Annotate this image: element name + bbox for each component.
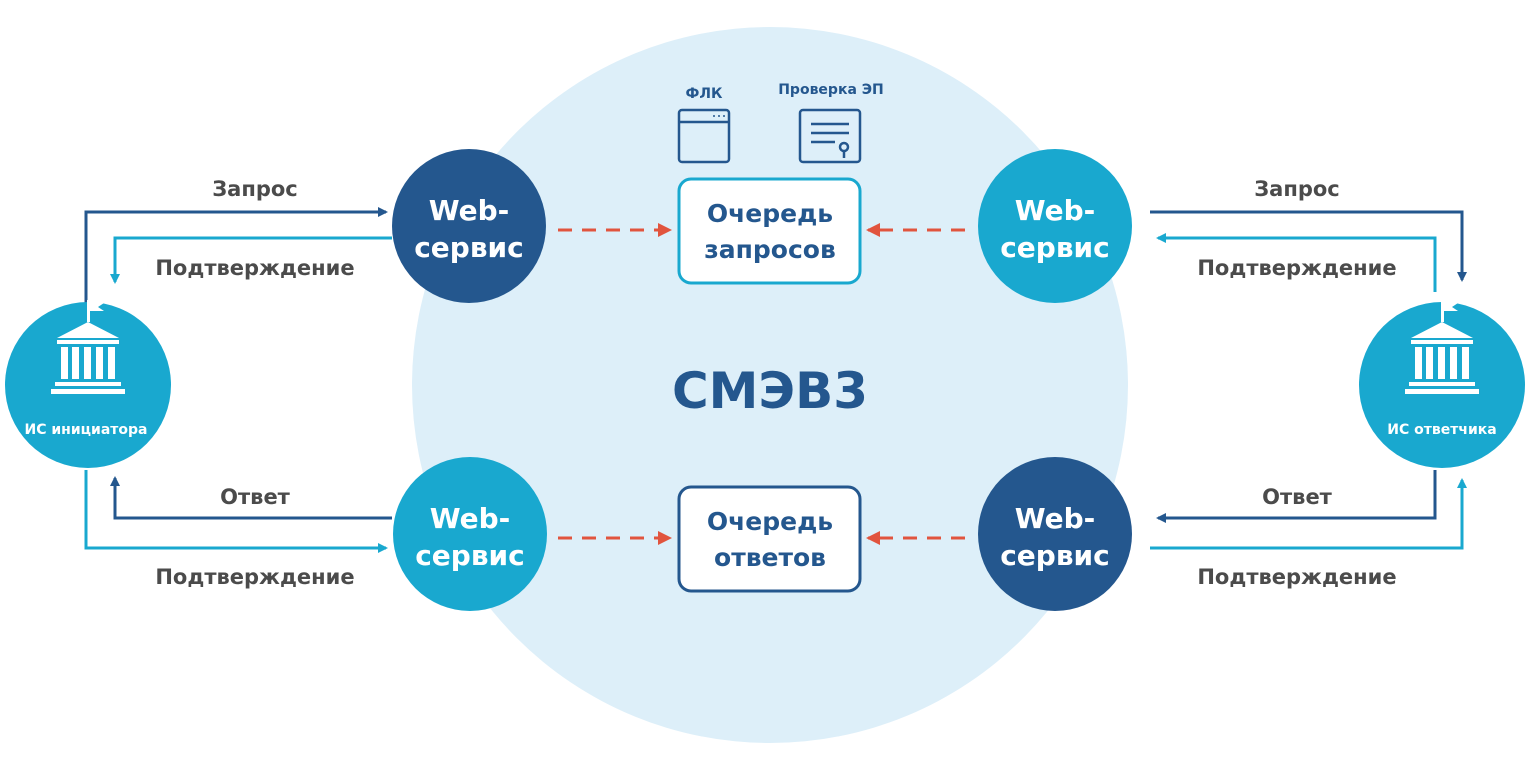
right-response-ack-arrow xyxy=(1150,478,1467,550)
web-service-label-line2: сервис xyxy=(1000,231,1110,264)
right-request-label: Запрос xyxy=(1254,177,1340,201)
responder-label: ИС ответчика xyxy=(1387,422,1496,438)
response-queue-line2: ответов xyxy=(714,543,826,572)
web-service-label-line1: Web- xyxy=(430,502,511,535)
right-response-arrow xyxy=(1156,470,1437,523)
browser-window-icon xyxy=(677,108,731,164)
response-queue-line1: Очередь xyxy=(707,507,833,536)
web-service-label-line1: Web- xyxy=(1015,194,1096,227)
responder-node: ИС ответчика xyxy=(1359,300,1525,468)
web-service-label-line2: сервис xyxy=(1000,539,1110,572)
request-queue-box: Очередь запросов xyxy=(677,177,862,285)
left-response-arrow xyxy=(110,476,392,520)
left-response-label: Ответ xyxy=(220,485,291,509)
initiator-node: ИС инициатора xyxy=(5,300,171,468)
left-response-ack-arrow xyxy=(84,470,388,553)
left-request-ack-arrow xyxy=(110,236,392,284)
web-service-label-line1: Web- xyxy=(1015,502,1096,535)
web-service-label-line2: сервис xyxy=(415,539,525,572)
left-response-ack-label: Подтверждение xyxy=(155,565,354,589)
flk-label: ФЛК xyxy=(686,86,724,102)
right-request-ack-label: Подтверждение xyxy=(1197,256,1396,280)
right-request-arrow xyxy=(1150,210,1467,282)
bank-building-icon xyxy=(1405,300,1479,394)
web-service-top-right: Web- сервис xyxy=(978,149,1132,303)
left-request-label: Запрос xyxy=(212,177,298,201)
center-title: СМЭВ3 xyxy=(672,362,868,420)
initiator-label: ИС инициатора xyxy=(25,422,148,438)
web-service-top-left: Web- сервис xyxy=(392,149,546,303)
left-request-ack-label: Подтверждение xyxy=(155,256,354,280)
request-queue-line1: Очередь xyxy=(707,199,833,228)
smev3-circle xyxy=(412,27,1128,743)
web-service-bottom-left: Web- сервис xyxy=(393,457,547,611)
right-response-label: Ответ xyxy=(1262,485,1333,509)
bank-building-icon xyxy=(51,300,125,394)
web-service-bottom-right: Web- сервис xyxy=(978,457,1132,611)
right-response-ack-label: Подтверждение xyxy=(1197,565,1396,589)
response-queue-box: Очередь ответов xyxy=(677,485,862,593)
left-request-arrow xyxy=(84,207,388,305)
certificate-document-icon xyxy=(798,108,862,164)
web-service-label-line2: сервис xyxy=(414,231,524,264)
right-request-ack-arrow xyxy=(1156,233,1437,292)
signature-check-label: Проверка ЭП xyxy=(778,82,884,98)
web-service-label-line1: Web- xyxy=(429,194,510,227)
request-queue-line2: запросов xyxy=(704,235,836,264)
